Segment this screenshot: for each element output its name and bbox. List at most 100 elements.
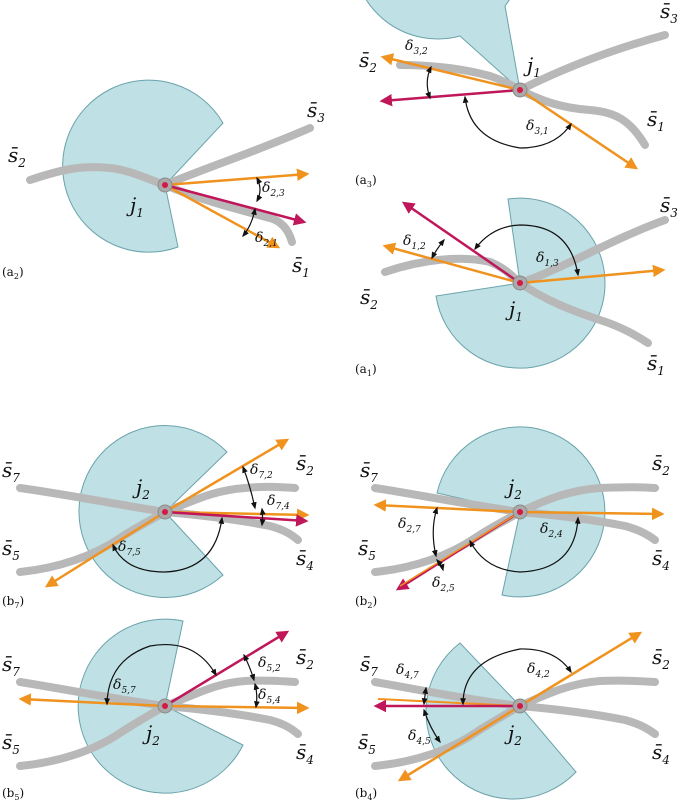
sector-a3 <box>365 0 521 92</box>
arc-a2-23 <box>256 176 263 203</box>
arc-b2-24 <box>469 516 581 573</box>
arc-b4-47 <box>421 686 429 706</box>
label-b7-junction: j2 <box>132 475 150 502</box>
arrow-a3-red <box>379 88 521 107</box>
arrow-b7-orange-s2 <box>164 438 290 514</box>
road-b4-s4 <box>516 702 659 738</box>
panel-a3: s̄2 s̄3 s̄1 j1 δ3,2 δ3,1 (a3) <box>355 0 678 189</box>
label-a2-delta23: δ2,3 <box>262 180 285 199</box>
label-b5-s7: s̄7 <box>2 652 20 679</box>
label-a3-delta32: δ3,2 <box>405 38 428 57</box>
panel-tag-b2: (b2) <box>355 594 377 610</box>
road-b2-s5 <box>371 508 524 576</box>
panel-a2: s̄2 s̄3 s̄1 j1 δ2,3 δ2,1 (a2) <box>2 79 325 281</box>
label-b5-delta54: δ5,4 <box>258 687 281 706</box>
panel-tag-a2: (a2) <box>2 265 24 281</box>
label-b4-junction: j2 <box>504 721 522 748</box>
arrow-a3-orange-s2 <box>380 53 521 92</box>
panel-b7: s̄7 s̄2 s̄5 s̄4 j2 δ7,2 δ7,4 δ7,5 (b7) <box>2 425 314 610</box>
arc-a3-32 <box>425 65 432 100</box>
label-a3-s2: s̄2 <box>359 48 377 75</box>
label-b2-junction: j2 <box>504 475 522 502</box>
label-a1-s2: s̄2 <box>360 285 378 312</box>
road-a1-s2 <box>381 254 524 287</box>
label-b2-delta25: δ2,5 <box>432 575 455 594</box>
road-b2-s4 <box>516 508 659 544</box>
label-b7-s5: s̄5 <box>2 536 20 563</box>
road-b2-s7 <box>371 484 524 516</box>
arc-b7-74 <box>259 507 266 527</box>
label-a1-delta13: δ1,3 <box>536 250 559 269</box>
label-b4-s4: s̄4 <box>652 740 670 767</box>
junction-dot-a3 <box>517 87 523 93</box>
label-a3-s1: s̄1 <box>647 107 665 134</box>
label-b4-s5: s̄5 <box>358 730 376 757</box>
arrow-a2-orange-s3 <box>164 168 310 187</box>
label-a1-junction: j1 <box>505 297 523 324</box>
panel-tag-b4: (b4) <box>355 786 377 802</box>
label-a2-s3: s̄3 <box>307 98 325 125</box>
label-a2-delta21: δ2,1 <box>255 230 278 249</box>
label-a1-s1: s̄1 <box>647 351 665 378</box>
arc-a2-21 <box>242 207 257 238</box>
arc-b2-25 <box>436 558 445 572</box>
sector-a2 <box>62 79 224 253</box>
road-a2-s3 <box>161 124 314 189</box>
arc-b2-27 <box>431 506 438 558</box>
label-b4-s7: s̄7 <box>360 652 378 679</box>
arc-b4-42 <box>460 648 572 706</box>
junction-dot-b2 <box>517 509 523 515</box>
road-a3-s3 <box>516 31 669 94</box>
arrow-b4-orange-s5 <box>397 704 521 782</box>
junction-dot-a2 <box>162 182 168 188</box>
arrow-b2-orange-s7 <box>373 499 521 514</box>
road-b7-s7 <box>16 484 169 516</box>
arc-b7-72 <box>242 465 257 510</box>
label-b5-s2: s̄2 <box>296 645 314 672</box>
label-b4-delta47: δ4,7 <box>396 662 419 681</box>
label-a2-junction: j1 <box>126 193 144 220</box>
panel-b5: s̄7 s̄2 s̄5 s̄4 j2 δ5,7 δ5,2 δ5,4 (b5) <box>2 618 314 802</box>
label-b7-s7: s̄7 <box>2 458 20 485</box>
label-b5-s4: s̄4 <box>296 740 314 767</box>
label-b7-s4: s̄4 <box>296 546 314 573</box>
label-b2-s4: s̄4 <box>652 546 670 573</box>
arrow-b2-orange-s5 <box>399 511 521 587</box>
label-b5-delta57: δ5,7 <box>113 677 136 696</box>
label-b2-delta24: δ2,4 <box>540 521 563 540</box>
panel-a1: s̄2 s̄3 s̄1 j1 δ1,2 δ1,3 (a1) <box>355 193 678 378</box>
label-b5-delta52: δ5,2 <box>258 655 281 674</box>
junction-dot-b5 <box>162 703 168 709</box>
label-a2-s2: s̄2 <box>8 143 26 170</box>
arrow-b2-orange-s4 <box>519 507 665 521</box>
panel-tag-b5: (b5) <box>2 786 24 802</box>
label-b7-s2: s̄2 <box>296 451 314 478</box>
arc-b5-57 <box>104 644 217 706</box>
label-a3-s3: s̄3 <box>660 0 678 26</box>
arc-b7-75 <box>112 516 225 573</box>
junction-dot-b4 <box>517 703 523 709</box>
label-b5-junction: j2 <box>142 721 160 748</box>
arc-b5-54 <box>253 682 260 709</box>
road-a2-s1 <box>161 181 296 246</box>
arc-a1-12 <box>431 238 445 260</box>
arrow-a1-orange-s2 <box>382 242 521 285</box>
label-a1-delta12: δ1,2 <box>403 233 426 252</box>
label-b2-s2: s̄2 <box>652 451 670 478</box>
arc-a1-13 <box>474 224 580 277</box>
label-b2-delta27: δ2,7 <box>398 516 421 535</box>
label-b5-s5: s̄5 <box>2 730 20 757</box>
label-a2-s1: s̄1 <box>292 253 310 280</box>
label-b7-delta74: δ7,4 <box>267 493 290 512</box>
label-b2-s5: s̄5 <box>358 536 376 563</box>
label-a3-junction: j1 <box>523 53 541 80</box>
panel-tag-a3: (a3) <box>355 173 377 189</box>
panel-b4: s̄7 s̄2 s̄5 s̄4 j2 δ4,7 δ4,2 δ4,5 (b4) <box>355 631 670 802</box>
road-a2-s2 <box>26 163 169 189</box>
panel-tag-a1: (a1) <box>355 362 377 378</box>
panel-b2: s̄7 s̄2 s̄5 s̄4 j2 δ2,7 δ2,4 δ2,5 (b2) <box>355 426 670 610</box>
label-b4-s2: s̄2 <box>652 645 670 672</box>
arc-a3-31 <box>462 95 572 149</box>
road-a1-s3 <box>516 216 669 287</box>
